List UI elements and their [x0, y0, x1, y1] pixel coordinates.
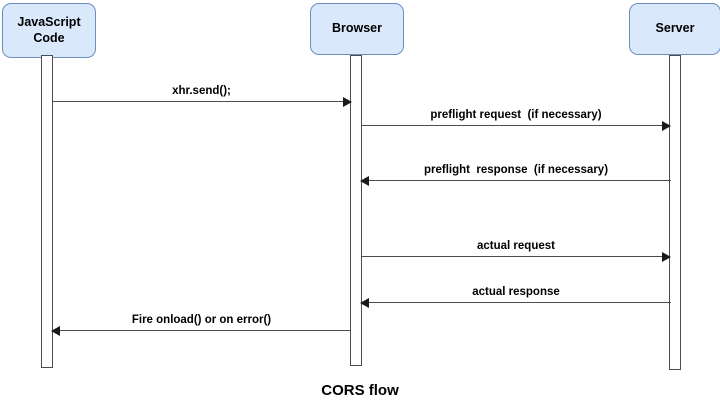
participant-box-javascript-code: JavaScript Code	[2, 3, 96, 58]
lifeline-browser	[350, 55, 362, 366]
arrowhead-right-icon	[662, 121, 671, 131]
message-label-fire-onload: Fire onload() or on error()	[131, 314, 272, 326]
participant-box-browser: Browser	[310, 3, 404, 55]
message-actual-request: actual request	[362, 240, 671, 262]
message-preflight-response: preflight response (if necessary)	[360, 164, 671, 186]
arrowhead-right-icon	[343, 97, 352, 107]
lifeline-javascript-code	[41, 55, 53, 368]
arrowhead-left-icon	[51, 326, 60, 336]
participant-box-server: Server	[629, 3, 720, 55]
arrowhead-right-icon	[662, 252, 671, 262]
message-preflight-request: preflight request (if necessary)	[362, 109, 671, 131]
message-xhr-send: xhr.send();	[52, 85, 352, 107]
arrowhead-left-icon	[360, 298, 369, 308]
lifeline-server	[669, 55, 681, 370]
message-label-preflight-response: preflight response (if necessary)	[423, 164, 609, 176]
message-fire-onload: Fire onload() or on error()	[51, 314, 351, 336]
diagram-caption: CORS flow	[321, 382, 399, 399]
message-label-actual-response: actual response	[472, 286, 560, 298]
message-label-xhr-send: xhr.send();	[172, 85, 231, 97]
message-label-preflight-request: preflight request (if necessary)	[430, 109, 602, 121]
message-actual-response: actual response	[360, 286, 671, 308]
arrowhead-left-icon	[360, 176, 369, 186]
message-label-actual-request: actual request	[477, 240, 555, 252]
